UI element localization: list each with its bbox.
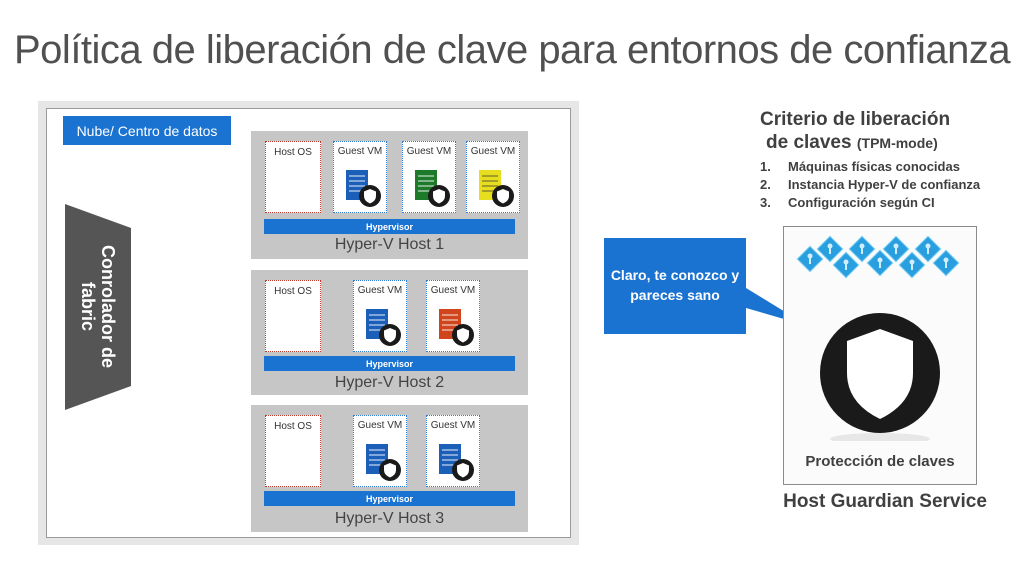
- shielded-vm-icon: [366, 444, 401, 481]
- guest-vm-label: Guest VM: [470, 146, 516, 157]
- shielded-vm-icon: [346, 170, 381, 207]
- fabric-controller-label-wrap: Conrolador de fabric: [65, 204, 131, 410]
- host-name: Hyper-V Host 3: [334, 510, 445, 527]
- criteria-title-line2-wrap: de claves (TPM-mode): [760, 131, 950, 155]
- hgs-label: Host Guardian Service: [783, 491, 987, 512]
- guest-vm-2: Guest VM: [426, 415, 480, 487]
- guest-vm-label: Guest VM: [406, 146, 452, 157]
- criteria-item-num: 2.: [760, 177, 771, 192]
- shielded-vm-icon: [439, 309, 474, 346]
- host-os-label: Host OS: [274, 147, 312, 158]
- criteria-title-line1: Criterio de liberación: [760, 109, 951, 130]
- host-os-label: Host OS: [274, 421, 312, 432]
- host-os-box: Host OS: [265, 415, 321, 487]
- hyperv-host-1: Host OS Guest VM Guest VM Guest VM Hyper…: [251, 131, 528, 259]
- speech-callout: [600, 238, 810, 334]
- shielded-vm-icon: [479, 170, 514, 207]
- criteria-list: 1. Máquinas físicas conocidas 2. Instancia…: [760, 158, 980, 212]
- guest-vm-label: Guest VM: [357, 285, 403, 296]
- host-os-label: Host OS: [274, 286, 312, 297]
- fabric-controller-label: Conrolador de fabric: [78, 245, 118, 369]
- guest-vm-label: Guest VM: [430, 285, 476, 296]
- criteria-item: 2. Instancia Hyper-V de confianza: [760, 176, 980, 194]
- guest-vm-1: Guest VM: [353, 415, 407, 487]
- criteria-title: Criterio de liberación de claves (TPM-mo…: [760, 108, 950, 155]
- keys-icon: [796, 235, 960, 279]
- criteria-title-line2: de claves: [766, 132, 852, 153]
- keys-cluster: [795, 234, 965, 294]
- host-name: Hyper-V Host 1: [334, 236, 445, 253]
- criteria-item-num: 1.: [760, 159, 771, 174]
- hypervisor-bar: Hypervisor: [264, 356, 515, 371]
- key-protection-label: Protección de claves: [805, 453, 955, 470]
- guest-vm-1: Guest VM: [333, 141, 387, 213]
- criteria-item: 3. Configuración según CI: [760, 194, 980, 212]
- hypervisor-bar: Hypervisor: [264, 491, 515, 506]
- guest-vm-label: Guest VM: [337, 146, 383, 157]
- datacenter-label: Nube/ Centro de datos: [63, 116, 231, 145]
- criteria-item: 1. Máquinas físicas conocidas: [760, 158, 980, 176]
- guest-vm-3: Guest VM: [466, 141, 520, 213]
- guest-vm-label: Guest VM: [357, 420, 403, 431]
- shield-icon: [817, 311, 943, 446]
- host-os-box: Host OS: [265, 141, 321, 213]
- criteria-item-text: Configuración según CI: [788, 195, 935, 210]
- guest-vm-1: Guest VM: [353, 280, 407, 352]
- criteria-item-text: Instancia Hyper-V de confianza: [788, 177, 981, 192]
- host-os-box: Host OS: [265, 280, 321, 352]
- hyperv-host-3: Host OS Guest VM Guest VM Hypervisor Hyp…: [251, 405, 528, 532]
- shielded-vm-icon: [366, 309, 401, 346]
- shielded-vm-icon: [439, 444, 474, 481]
- hypervisor-bar: Hypervisor: [264, 219, 515, 234]
- guest-vm-label: Guest VM: [430, 420, 476, 431]
- criteria-item-text: Máquinas físicas conocidas: [788, 159, 960, 174]
- shielded-vm-icon: [415, 170, 450, 207]
- host-name: Hyper-V Host 2: [334, 374, 445, 391]
- guest-vm-2: Guest VM: [426, 280, 480, 352]
- criteria-item-num: 3.: [760, 195, 771, 210]
- guest-vm-2: Guest VM: [402, 141, 456, 213]
- fabric-controller-shape: [65, 204, 131, 410]
- hyperv-host-2: Host OS Guest VM Guest VM Hypervisor Hyp…: [251, 270, 528, 395]
- page-title: Política de liberación de clave para ent…: [14, 28, 1011, 72]
- callout-text: Claro, te conozco y pareces sano: [610, 267, 740, 303]
- criteria-mode: (TPM-mode): [856, 135, 938, 151]
